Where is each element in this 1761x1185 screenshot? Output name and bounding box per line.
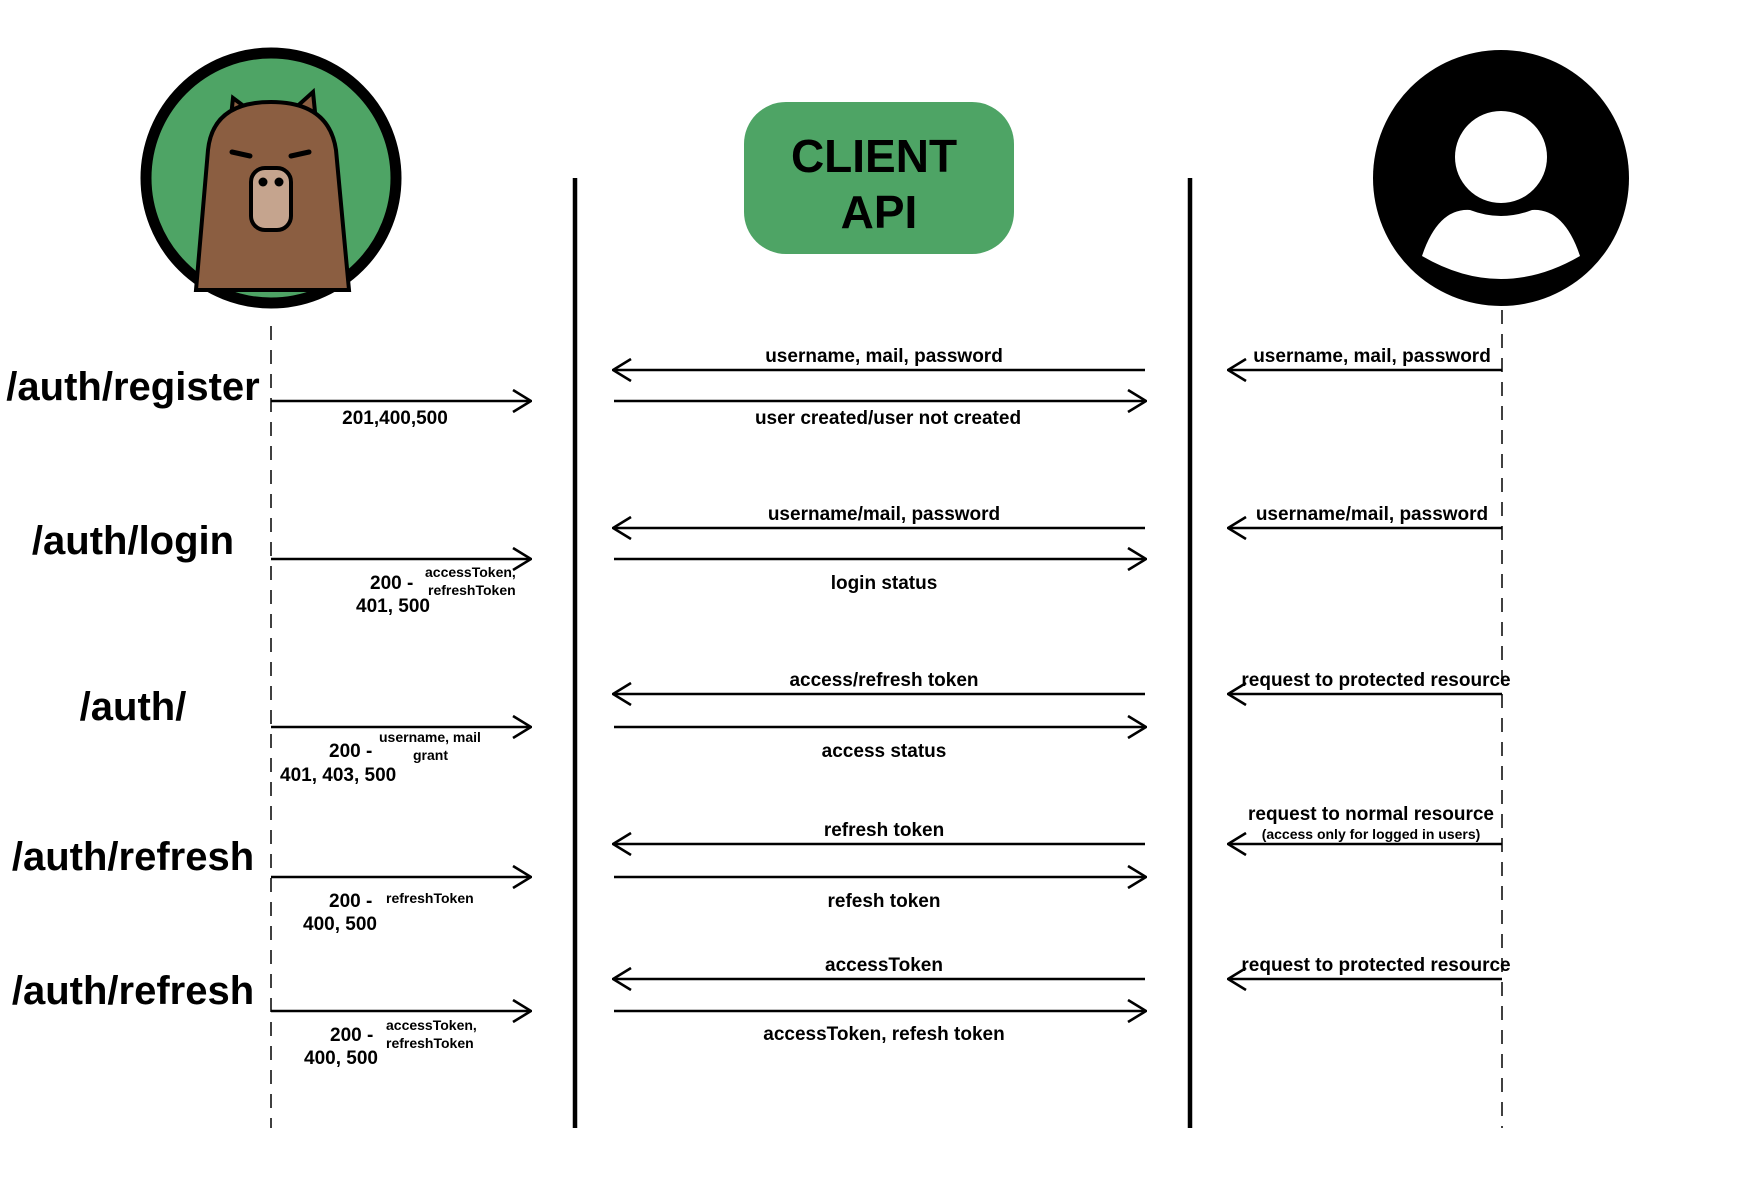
api-response-label: accessToken, refesh token xyxy=(763,1024,1004,1045)
client-api-title-line1: CLIENT xyxy=(791,130,957,182)
status-codes: 201,400,500 xyxy=(342,408,448,429)
status-detail-2: grant xyxy=(413,747,448,763)
api-request-label: username, mail, password xyxy=(765,346,1003,367)
status-detail-1: refreshToken xyxy=(386,890,474,906)
status-prefix: 200 - xyxy=(329,891,372,912)
user-request-label: request to protected resource xyxy=(1241,955,1510,976)
api-request-label: username/mail, password xyxy=(768,504,1000,525)
api-response-label: user created/user not created xyxy=(755,408,1021,429)
endpoint-label: /auth/refresh xyxy=(12,835,254,879)
user-request-label: request to protected resource xyxy=(1241,670,1510,691)
status-detail-1: accessToken, xyxy=(386,1017,477,1033)
status-detail-1: username, mail xyxy=(379,729,481,745)
status-detail-2: refreshToken xyxy=(428,582,516,598)
endpoint-label: /auth/login xyxy=(32,519,234,563)
status-detail-1: accessToken, xyxy=(425,564,516,580)
status-prefix: 200 - xyxy=(329,741,372,762)
api-request-label: access/refresh token xyxy=(789,670,978,691)
endpoint-label: /auth/ xyxy=(80,685,187,729)
user-request-label: username/mail, password xyxy=(1256,504,1488,525)
api-request-label: accessToken xyxy=(825,955,943,976)
status-prefix: 200 - xyxy=(370,573,413,594)
row-auth-refresh-2: /auth/refresh 200 - accessToken, refresh… xyxy=(12,955,1511,1069)
status-codes: 400, 500 xyxy=(303,914,377,935)
row-auth-root: /auth/ 200 - username, mail grant 401, 4… xyxy=(80,670,1511,786)
api-response-label: refesh token xyxy=(828,891,941,912)
api-request-label: refresh token xyxy=(824,820,944,841)
status-detail-2: refreshToken xyxy=(386,1035,474,1051)
endpoint-label: /auth/register xyxy=(6,365,259,409)
row-auth-register: /auth/register 201,400,500 username, mai… xyxy=(6,346,1502,429)
capybara-avatar-icon xyxy=(140,47,402,309)
endpoint-label: /auth/refresh xyxy=(12,969,254,1013)
api-response-label: access status xyxy=(822,741,947,762)
row-auth-login: /auth/login 200 - accessToken, refreshTo… xyxy=(32,504,1502,617)
user-request-label: request to normal resource xyxy=(1248,804,1494,825)
status-prefix: 200 - xyxy=(330,1025,373,1046)
row-auth-refresh-1: /auth/refresh 200 - refreshToken 400, 50… xyxy=(12,804,1502,935)
status-codes: 400, 500 xyxy=(304,1048,378,1069)
status-codes: 401, 403, 500 xyxy=(280,765,396,786)
client-api-box: CLIENT API xyxy=(744,102,1014,254)
client-api-title-line2: API xyxy=(841,186,918,238)
user-request-label: username, mail, password xyxy=(1253,346,1491,367)
status-codes: 401, 500 xyxy=(356,596,430,617)
user-avatar-icon xyxy=(1373,50,1629,306)
user-request-note: (access only for logged in users) xyxy=(1262,826,1481,842)
api-response-label: login status xyxy=(831,573,938,594)
